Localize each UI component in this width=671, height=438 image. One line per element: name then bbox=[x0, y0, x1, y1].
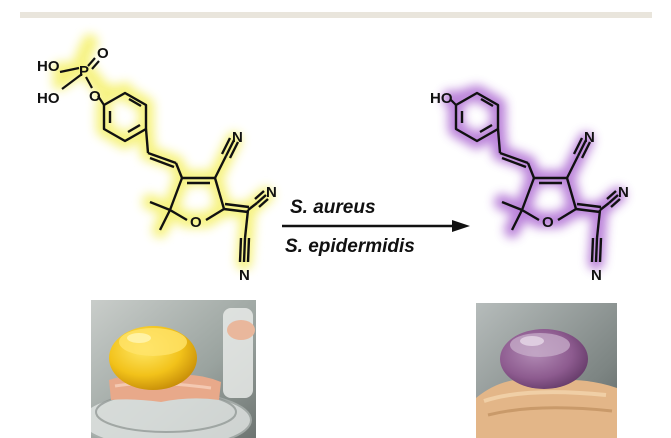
product-nitrile-n-1: N bbox=[584, 129, 595, 146]
reactant-molecule: HO P O HO O O N N N bbox=[37, 34, 277, 284]
reactant-nitrile-n-3: N bbox=[239, 267, 250, 284]
reactant-oxo: O bbox=[97, 45, 109, 62]
reactant-nitrile-n-2: N bbox=[266, 184, 277, 201]
arrow-head bbox=[452, 220, 470, 232]
reactant-nitrile-n-1: N bbox=[232, 129, 243, 146]
reactant-ho-top: HO bbox=[37, 58, 60, 75]
condition-s-epidermidis: S. epidermidis bbox=[285, 236, 415, 257]
product-hydroxyl: HO bbox=[430, 90, 453, 107]
header-divider bbox=[20, 12, 652, 18]
reactant-ho-bottom: HO bbox=[37, 90, 60, 107]
product-nitrile-n-2: N bbox=[618, 184, 629, 201]
reactant-glow bbox=[52, 34, 274, 270]
photo-yellow-hydrogel bbox=[91, 300, 256, 438]
product-ring-oxygen: O bbox=[542, 214, 554, 231]
reactant-ester-oxygen: O bbox=[89, 88, 101, 105]
reactant-ring-oxygen: O bbox=[190, 214, 202, 231]
reaction-arrow-group: S. aureus S. epidermidis bbox=[282, 197, 470, 257]
condition-s-aureus: S. aureus bbox=[290, 197, 376, 218]
photo-purple-hydrogel bbox=[476, 303, 617, 438]
product-molecule: HO O N N N bbox=[430, 85, 629, 284]
product-nitrile-n-3: N bbox=[591, 267, 602, 284]
reactant-phosphorus: P bbox=[79, 63, 89, 80]
